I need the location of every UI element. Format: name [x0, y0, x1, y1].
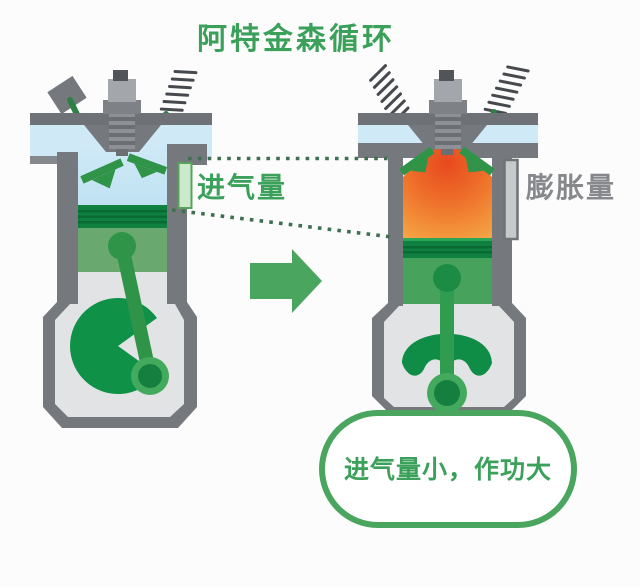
- expansion-amount-label: 膨胀量: [525, 171, 616, 204]
- runner-lip-left: [30, 156, 57, 164]
- diagram-title: 阿特金森循环: [197, 22, 395, 57]
- spark-plug-icon: [429, 70, 467, 155]
- valve-icon-left: [399, 146, 435, 176]
- callout-bubble: 进气量小，作功大: [319, 410, 577, 528]
- wrist-pin-icon: [108, 232, 136, 260]
- engine-left-intake: [30, 64, 212, 428]
- valve-icon-right: [459, 146, 495, 176]
- engine-right-expansion: [358, 60, 538, 414]
- dotted-guide-line-bottom: [171, 208, 393, 239]
- valve-actuator-icon: [47, 75, 87, 115]
- connecting-rod-icon: [115, 239, 157, 383]
- intake-amount-bar: [177, 162, 193, 209]
- cylinder-wall-left: [388, 152, 403, 305]
- crank-pin-center: [138, 364, 162, 388]
- right-arrow-icon: [250, 249, 322, 313]
- cylinder-wall-left: [57, 152, 78, 304]
- intake-valve-icon: [80, 158, 124, 189]
- intake-amount-label: 进气量: [197, 171, 287, 204]
- wrist-pin-icon: [433, 264, 461, 292]
- crank-pin-center: [434, 380, 460, 406]
- exhaust-valve-icon: [126, 153, 168, 179]
- expansion-amount-bar: [503, 158, 519, 241]
- callout-text: 进气量小，作功大: [344, 455, 552, 484]
- spark-plug-icon: [103, 70, 141, 156]
- valve-spring-icon: [483, 60, 530, 121]
